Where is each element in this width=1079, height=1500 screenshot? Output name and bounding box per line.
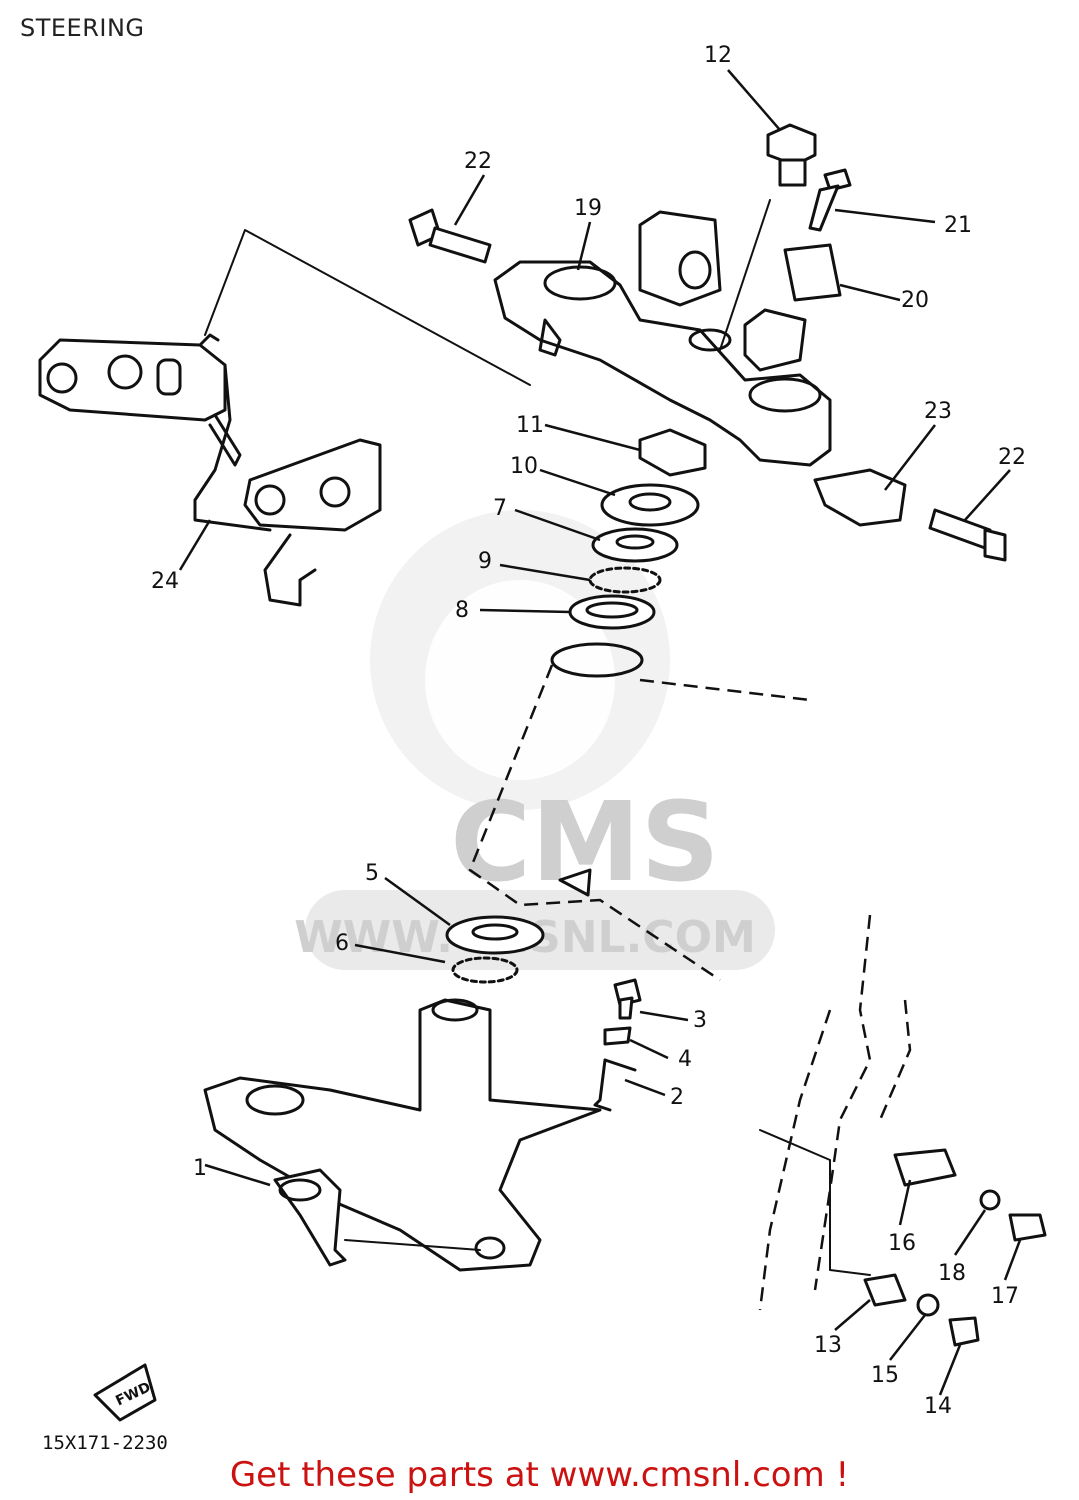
callout-1: 1 xyxy=(193,1156,207,1181)
drawing-code: 15X171-2230 xyxy=(42,1432,168,1454)
lower-triple-clamp xyxy=(203,998,602,1272)
bearing-stack-upper xyxy=(568,428,707,630)
callout-5: 5 xyxy=(365,861,379,886)
callout-24: 24 xyxy=(151,569,179,594)
callout-23: 23 xyxy=(924,399,952,424)
callout-22-right: 22 xyxy=(998,445,1026,470)
small-parts-2-3-4 xyxy=(593,978,642,1112)
callout-4: 4 xyxy=(678,1047,692,1072)
callout-19: 19 xyxy=(574,196,602,221)
fwd-arrow-icon: FWD xyxy=(93,1363,157,1422)
callout-labels: 12 22 19 21 20 11 10 7 9 8 23 22 24 5 6 … xyxy=(151,43,1026,1419)
footer-cta-link[interactable]: Get these parts at www.cmsnl.com ! xyxy=(229,1455,850,1495)
callout-8: 8 xyxy=(455,598,469,623)
callout-14: 14 xyxy=(924,1394,952,1419)
watermark: CMS WWW.CMSNL.COM xyxy=(294,510,775,970)
callout-11: 11 xyxy=(516,413,544,438)
fork-leg-outline xyxy=(758,914,912,1311)
callout-6: 6 xyxy=(335,931,349,956)
part-21-bolt xyxy=(808,168,852,232)
page-title: STEERING xyxy=(20,14,145,42)
part-22-bolt-right xyxy=(928,508,1007,562)
part-24-bracket xyxy=(38,333,382,607)
part-22-bolt-left xyxy=(408,208,492,264)
callout-21: 21 xyxy=(944,213,972,238)
callout-16: 16 xyxy=(888,1231,916,1256)
callout-15: 15 xyxy=(871,1363,899,1388)
callout-22-left: 22 xyxy=(464,149,492,174)
part-20-cap xyxy=(783,243,842,302)
callout-3: 3 xyxy=(693,1008,707,1033)
part-12-bolt xyxy=(719,123,817,351)
callout-9: 9 xyxy=(478,549,492,574)
upper-triple-clamp xyxy=(493,210,832,467)
callout-17: 17 xyxy=(991,1284,1019,1309)
fork-clamp-parts-16-17-18 xyxy=(759,1129,1047,1276)
callout-7: 7 xyxy=(493,496,507,521)
steering-stem xyxy=(468,642,811,982)
bearing-stack-lower xyxy=(445,915,545,984)
callout-18: 18 xyxy=(938,1261,966,1286)
fork-clamp-parts-13-14-15 xyxy=(863,1273,980,1347)
callout-20: 20 xyxy=(901,288,929,313)
callout-13: 13 xyxy=(814,1333,842,1358)
part-23-clamp xyxy=(813,468,907,527)
leader-lines xyxy=(178,69,1022,1396)
callout-12: 12 xyxy=(704,43,732,68)
callout-10: 10 xyxy=(510,454,538,479)
callout-2: 2 xyxy=(670,1085,684,1110)
